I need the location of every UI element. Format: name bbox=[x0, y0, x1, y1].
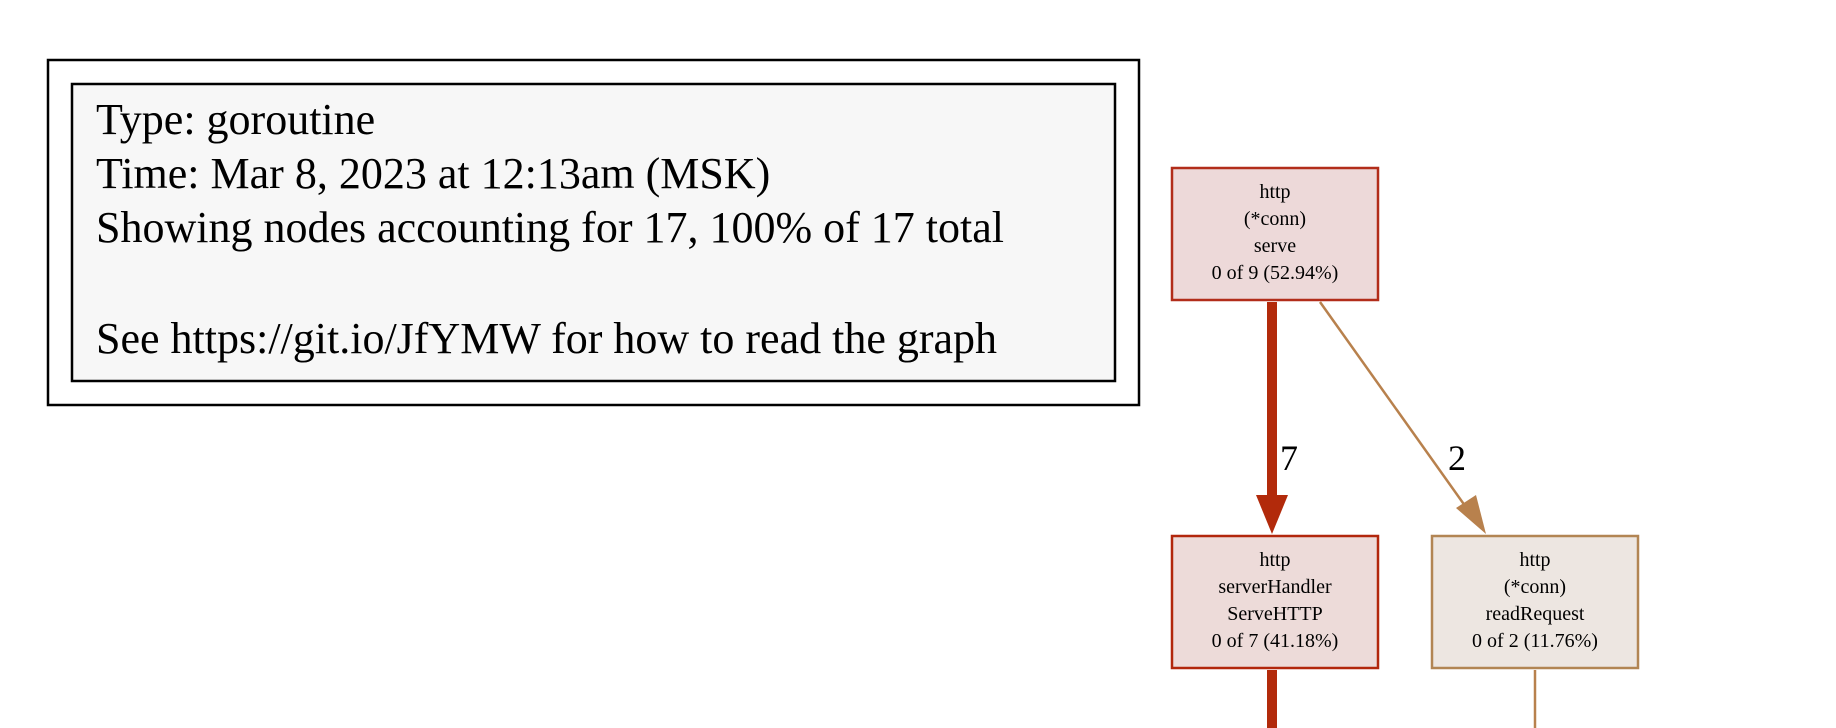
edge-serve-to-servehttp[interactable]: 7 bbox=[1256, 302, 1298, 534]
edge-serve-to-readrequest[interactable]: 2 bbox=[1318, 301, 1486, 534]
node-servehttp-stats: 0 of 7 (41.18%) bbox=[1212, 630, 1339, 652]
node-serve-receiver: (*conn) bbox=[1244, 208, 1306, 230]
legend: Type: goroutine Time: Mar 8, 2023 at 12:… bbox=[46, 58, 1141, 407]
node-servehttp-package: http bbox=[1259, 549, 1290, 571]
node-readrequest-function: readRequest bbox=[1486, 603, 1585, 625]
node-readrequest-stats: 0 of 2 (11.76%) bbox=[1472, 630, 1598, 652]
node-servehttp-function: ServeHTTP bbox=[1227, 603, 1323, 625]
node-serve-function: serve bbox=[1254, 235, 1296, 257]
node-serve-package: http bbox=[1259, 181, 1290, 203]
node-readrequest-receiver: (*conn) bbox=[1504, 576, 1566, 598]
legend-line-summary: Showing nodes accounting for 17, 100% of… bbox=[96, 203, 1004, 252]
edge-label-readrequest-down: 2 bbox=[1543, 720, 1561, 728]
legend-inner-frame bbox=[70, 82, 1117, 383]
node-serve[interactable]: http (*conn) serve 0 of 9 (52.94%) bbox=[1170, 166, 1380, 302]
edge-servehttp-down[interactable]: 7 bbox=[1267, 670, 1298, 728]
legend-line-help: See https://git.io/JfYMW for how to read… bbox=[96, 314, 997, 363]
legend-line-time: Time: Mar 8, 2023 at 12:13am (MSK) bbox=[96, 149, 770, 198]
node-servehttp-receiver: serverHandler bbox=[1218, 576, 1332, 598]
edge-readrequest-down[interactable]: 2 bbox=[1533, 670, 1561, 728]
edge-label-servehttp-down: 7 bbox=[1280, 720, 1298, 728]
node-readrequest-package: http bbox=[1519, 549, 1550, 571]
node-readrequest[interactable]: http (*conn) readRequest 0 of 2 (11.76%) bbox=[1430, 534, 1640, 670]
edge-label-serve-readrequest: 2 bbox=[1448, 438, 1466, 478]
node-serve-stats: 0 of 9 (52.94%) bbox=[1212, 262, 1339, 284]
edge-label-serve-servehttp: 7 bbox=[1280, 438, 1298, 478]
node-servehttp[interactable]: http serverHandler ServeHTTP 0 of 7 (41.… bbox=[1170, 534, 1380, 670]
legend-line-type: Type: goroutine bbox=[96, 95, 375, 144]
